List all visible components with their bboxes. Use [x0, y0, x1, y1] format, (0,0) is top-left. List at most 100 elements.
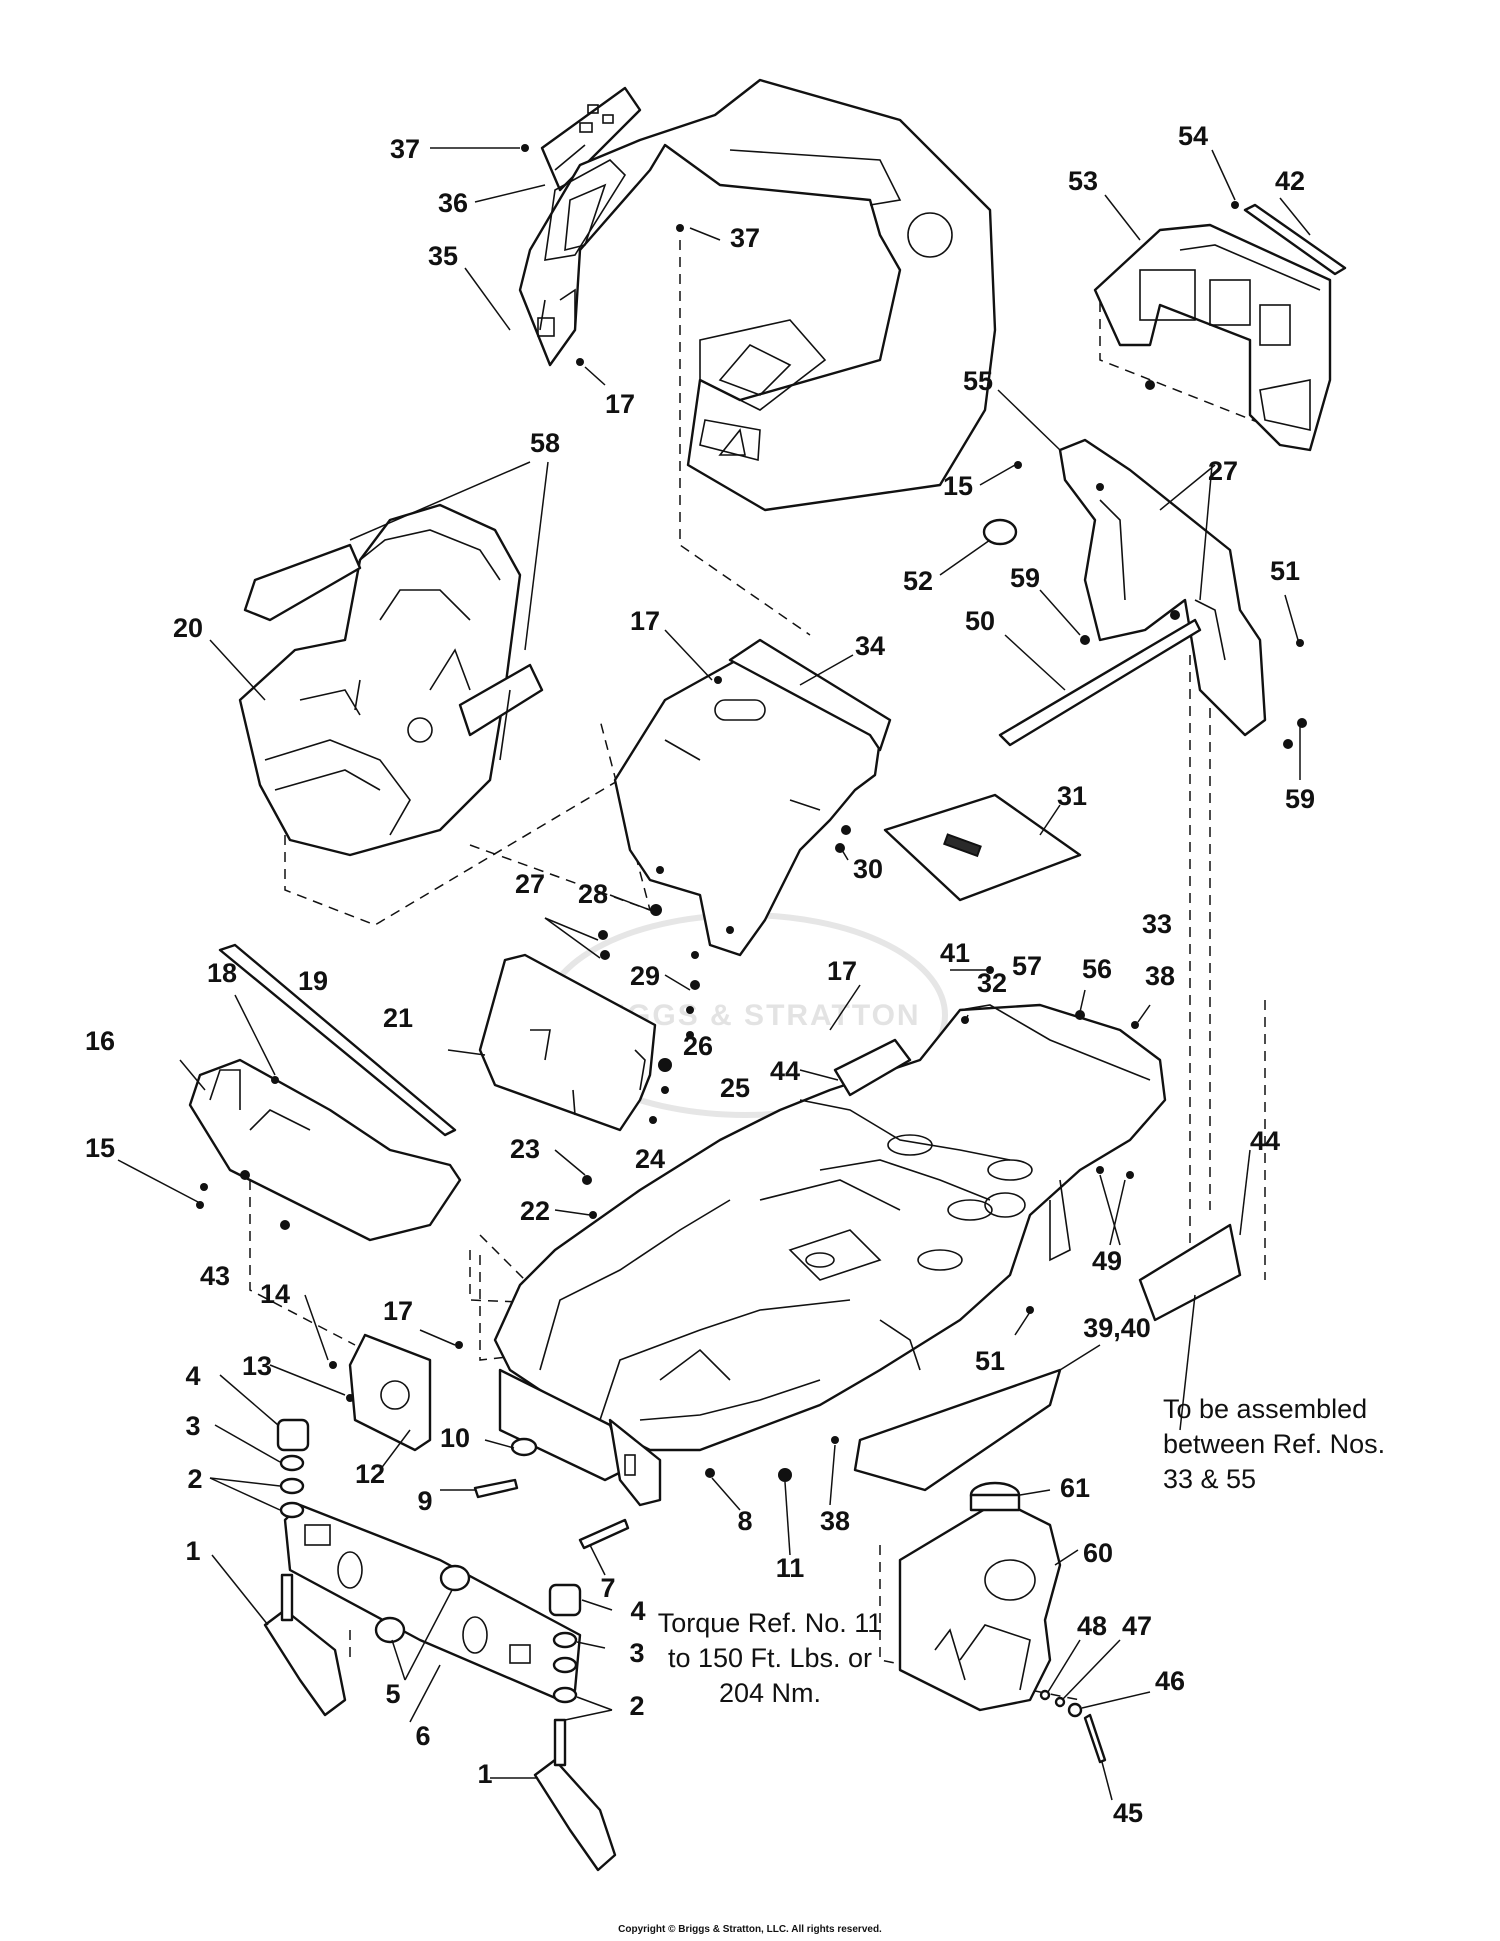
callout-59: 59 [1010, 563, 1040, 593]
callout-54: 54 [1178, 121, 1208, 151]
callout-17: 17 [383, 1296, 413, 1326]
callout-52: 52 [903, 566, 933, 596]
callout-38: 38 [820, 1506, 850, 1536]
assembly-note-line-1: To be assembled [1163, 1394, 1367, 1424]
callout-12: 12 [355, 1459, 385, 1489]
part-60-fuel-tank [898, 1498, 1062, 1712]
callout-17: 17 [605, 389, 635, 419]
callout-3: 3 [629, 1638, 644, 1668]
callout-26: 26 [683, 1031, 713, 1061]
callout-32: 32 [977, 968, 1007, 998]
callout-19: 19 [298, 966, 328, 996]
callout-24: 24 [635, 1144, 665, 1174]
part-19-shield-blade [218, 943, 457, 1137]
callout-56: 56 [1082, 954, 1112, 984]
callout-42: 42 [1275, 166, 1305, 196]
part-6-front-axle [283, 1503, 582, 1702]
callout-20: 20 [173, 613, 203, 643]
copyright-text: Copyright © Briggs & Stratton, LLC. All … [618, 1924, 882, 1935]
part-55-rear-plate [1058, 438, 1267, 737]
part-44-bracket-left [833, 1038, 912, 1097]
callout-37: 37 [390, 134, 420, 164]
callout-11: 11 [776, 1553, 805, 1583]
assembly-note-line-3: 33 & 55 [1163, 1464, 1256, 1494]
callout-9: 9 [417, 1486, 432, 1516]
callout-39-40: 39,40 [1083, 1313, 1151, 1343]
callout-58: 58 [530, 428, 560, 458]
part-1-spindle-left [263, 1573, 347, 1717]
assembly-note: To be assembled between Ref. Nos. 33 & 5… [1163, 1394, 1385, 1494]
callout-17: 17 [827, 956, 857, 986]
callout-23: 23 [510, 1134, 540, 1164]
callout-4: 4 [185, 1361, 200, 1391]
callout-14: 14 [260, 1279, 290, 1309]
callout-49: 49 [1092, 1246, 1122, 1276]
part-53-rear-box [1093, 223, 1332, 452]
callout-27: 27 [1208, 456, 1238, 486]
callout-34: 34 [855, 631, 885, 661]
callout-61: 61 [1060, 1473, 1090, 1503]
callout-41: 41 [940, 938, 970, 968]
callout-2: 2 [187, 1464, 202, 1494]
part-21-front-cover [478, 953, 657, 1132]
assembly-note-line-2: between Ref. Nos. [1163, 1429, 1385, 1459]
callout-35: 35 [428, 241, 458, 271]
callout-27: 27 [515, 869, 545, 899]
callout-47: 47 [1122, 1611, 1152, 1641]
part-44-bracket-right [1138, 1223, 1242, 1322]
callout-59: 59 [1285, 784, 1315, 814]
part-1-spindle-right [533, 1718, 617, 1872]
callout-15: 15 [943, 471, 973, 501]
callout-10: 10 [440, 1423, 470, 1453]
callout-15: 15 [85, 1133, 115, 1163]
callout-37: 37 [730, 223, 760, 253]
part-36-control-plate [540, 86, 642, 192]
callout-22: 22 [520, 1196, 550, 1226]
callout-16: 16 [85, 1026, 115, 1056]
callout-36: 36 [438, 188, 468, 218]
callout-17: 17 [630, 606, 660, 636]
torque-note: Torque Ref. No. 11 to 150 Ft. Lbs. or 20… [658, 1608, 883, 1708]
parts-45-48-fittings [1039, 1689, 1107, 1764]
torque-note-line-1: Torque Ref. No. 11 [658, 1608, 883, 1638]
part-7-bolt [578, 1518, 630, 1550]
callout-33: 33 [1142, 909, 1172, 939]
part-31-cover-plate [883, 793, 1082, 902]
callout-31: 31 [1057, 781, 1087, 811]
part-52-grommet [982, 518, 1018, 546]
callout-1: 1 [477, 1759, 492, 1789]
part-16-side-shield [188, 1058, 462, 1242]
callout-2: 2 [629, 1691, 644, 1721]
part-4-cap-left [276, 1418, 310, 1452]
part-5-bushings [374, 1564, 471, 1644]
part-34-console-frame [613, 638, 892, 957]
part-20-seat [238, 503, 544, 857]
callout-21: 21 [383, 1003, 413, 1033]
callout-7: 7 [600, 1573, 615, 1603]
callout-60: 60 [1083, 1538, 1113, 1568]
torque-note-line-3: 204 Nm. [719, 1678, 821, 1708]
callout-18: 18 [207, 958, 237, 988]
callout-46: 46 [1155, 1666, 1185, 1696]
front-frame-section [498, 1368, 662, 1507]
callout-51: 51 [975, 1346, 1005, 1376]
callout-8: 8 [737, 1506, 752, 1536]
callout-28: 28 [578, 879, 608, 909]
callout-43: 43 [200, 1261, 230, 1291]
callout-3: 3 [185, 1411, 200, 1441]
callout-45: 45 [1113, 1798, 1143, 1828]
callout-48: 48 [1077, 1611, 1107, 1641]
part-39-40-shim [853, 1368, 1062, 1492]
part-9-bolt [473, 1478, 519, 1499]
torque-note-line-2: to 150 Ft. Lbs. or [668, 1643, 872, 1673]
part-42-strip [1243, 203, 1347, 276]
callout-38: 38 [1145, 961, 1175, 991]
leader-lines [117, 147, 1311, 1801]
part-12-mount-plate [348, 1333, 432, 1452]
callout-4: 4 [630, 1596, 645, 1626]
callout-1: 1 [185, 1536, 200, 1566]
callout-6: 6 [415, 1721, 430, 1751]
callout-labels: 37 36 37 35 17 58 20 54 53 42 55 27 15 5… [85, 121, 1315, 1828]
part-35-console-body [518, 78, 997, 512]
